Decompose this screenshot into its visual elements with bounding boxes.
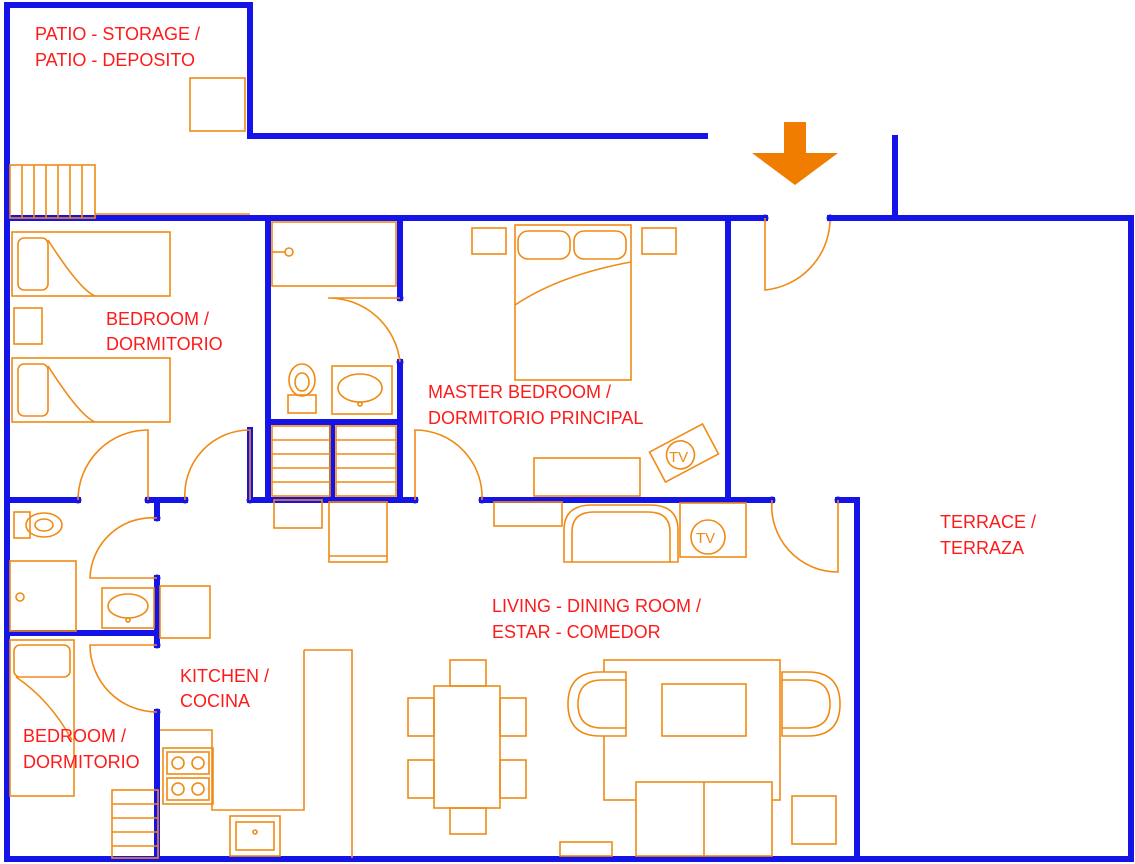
dining-table: [407, 659, 527, 835]
single-bed-2: [11, 357, 171, 423]
tv-living: [679, 502, 747, 558]
kitchen-sink: [229, 815, 281, 857]
kitchen-cabinet-top: [159, 585, 211, 639]
tv-master-label: TV: [669, 449, 688, 466]
room-labels: PATIO - STORAGE / PATIO - DEPOSITO BEDRO…: [23, 24, 1036, 772]
label-living-line1: LIVING - DINING ROOM /: [492, 596, 701, 616]
stairs: [271, 425, 397, 497]
living-dining-furniture: TV: [273, 499, 841, 857]
nightstand: [13, 307, 43, 345]
bedroom-top-furniture: [11, 231, 171, 423]
label-bedroom-top-line2: DORMITORIO: [106, 334, 223, 354]
bathroom2-furniture: [9, 511, 211, 639]
coffee-table: [661, 683, 747, 737]
sofa-set: [567, 659, 841, 857]
label-master-line1: MASTER BEDROOM /: [428, 382, 611, 402]
tv-living-label: TV: [696, 530, 715, 547]
door-master: [414, 429, 483, 501]
label-bedroom-bottom-line2: DORMITORIO: [23, 752, 140, 772]
toilet: [287, 363, 317, 414]
label-patio-line2: PATIO - DEPOSITO: [35, 50, 195, 70]
label-bedroom-top-line1: BEDROOM /: [106, 309, 209, 329]
bathroom-furniture: [271, 221, 397, 415]
label-patio-line1: PATIO - STORAGE /: [35, 24, 200, 44]
shower: [271, 221, 397, 287]
label-kitchen-line1: KITCHEN /: [180, 666, 269, 686]
label-terrace-line2: TERRAZA: [940, 538, 1024, 558]
stairs-2: [111, 789, 159, 859]
hall-cabinet: [273, 499, 323, 529]
single-bed-3: [9, 639, 75, 797]
label-terrace-line1: TERRACE /: [940, 512, 1036, 532]
toilet-2: [13, 511, 63, 539]
tv-master: [648, 422, 720, 484]
patio-stairs: [9, 164, 96, 219]
stove: [162, 747, 214, 805]
label-bedroom-bottom-line1: BEDROOM /: [23, 726, 126, 746]
down-arrow-icon: [752, 122, 838, 185]
door-bath2: [89, 517, 158, 579]
double-bed: [514, 224, 632, 381]
armchair-top: [563, 504, 679, 563]
walls: [4, 2, 1134, 862]
sideboard: [493, 501, 563, 527]
nightstand-right: [641, 227, 677, 255]
bedroom-bottom-furniture: [9, 639, 159, 859]
label-master-line2: DORMITORIO PRINCIPAL: [428, 408, 643, 428]
shower-2: [9, 560, 77, 632]
patio-storage-box: [189, 77, 246, 132]
floor-cabinet: [559, 841, 613, 857]
door-bathroom: [327, 297, 401, 363]
door-bedroom-bottom: [89, 644, 158, 713]
side-table: [791, 795, 837, 845]
single-bed-1: [11, 231, 171, 297]
entrance-door: [764, 218, 831, 291]
label-living-line2: ESTAR - COMEDOR: [492, 622, 661, 642]
kitchen-furniture: [160, 649, 353, 858]
sink: [331, 365, 393, 415]
label-kitchen-line2: COCINA: [180, 691, 250, 711]
hall-box: [328, 501, 388, 563]
dresser: [533, 457, 641, 497]
nightstand-left: [471, 227, 507, 255]
sink-2: [101, 587, 155, 629]
door-bedroom-top: [77, 429, 149, 501]
door-terrace: [770, 499, 839, 573]
doors: [77, 218, 839, 713]
patio-furniture: [9, 77, 250, 219]
door-bedroom-top-2: [184, 429, 251, 501]
kitchen-counter: [160, 649, 353, 858]
master-bedroom-furniture: TV: [471, 224, 720, 497]
